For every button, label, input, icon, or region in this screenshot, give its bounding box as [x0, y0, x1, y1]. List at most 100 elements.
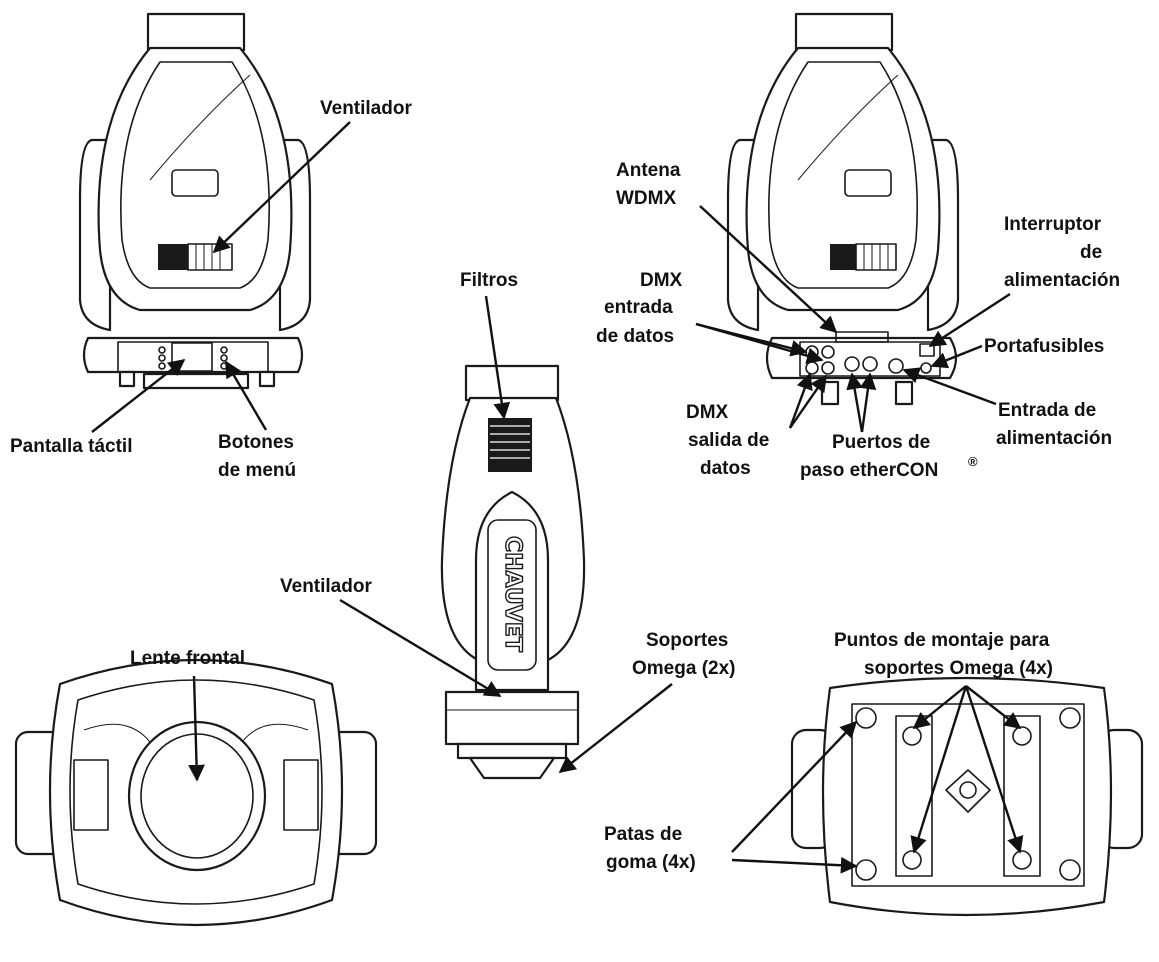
- rubber-foot: [1059, 859, 1081, 881]
- label-botones-1: Botones: [218, 432, 294, 453]
- side-grille: [283, 759, 319, 831]
- fan-grille-solid: [158, 244, 188, 270]
- menu-button: [220, 354, 228, 362]
- label-ventilador-side: Ventilador: [280, 576, 372, 597]
- label-puertos-reg: ®: [968, 454, 978, 469]
- rear-window: [171, 169, 219, 197]
- omega-bracket-side: [468, 756, 556, 780]
- arrow-patas-b: [731, 856, 858, 874]
- arrow-ventilador-rear: [212, 121, 351, 254]
- fixture-side-view: CHAUVET: [440, 364, 586, 780]
- arrow-ethercon-b: [859, 372, 877, 433]
- label-patas-2: goma (4x): [606, 852, 696, 873]
- head-inner-panel: [120, 61, 271, 289]
- label-patas-1: Patas de: [604, 824, 682, 845]
- label-ventilador-rear: Ventilador: [320, 98, 412, 119]
- arrow-entrada-alim: [902, 367, 997, 406]
- head-front-inner: [69, 679, 323, 905]
- ethercon-port: [844, 356, 860, 372]
- head-contour: [797, 74, 899, 181]
- base-bottom: [456, 742, 568, 760]
- label-dmx-out-2: salida de: [688, 430, 769, 451]
- arrow-dmx-out-b: [789, 374, 827, 429]
- rubber-foot: [855, 707, 877, 729]
- label-dmx-in-3: de datos: [596, 326, 674, 347]
- label-soportes-2: Omega (2x): [632, 658, 735, 679]
- arrow-puntos-a: [912, 685, 967, 730]
- wdmx-antenna: [835, 331, 889, 343]
- label-entrada-alim-2: alimentación: [996, 428, 1112, 449]
- label-puntos-1: Puntos de montaje para: [834, 630, 1050, 651]
- fixture-rear-view: [78, 12, 312, 390]
- omega-bracket: [820, 380, 840, 406]
- arrow-filtros: [484, 295, 511, 420]
- label-entrada-alim-1: Entrada de: [998, 400, 1096, 421]
- fixture-front-view: [14, 658, 378, 927]
- arrow-ventilador-side: [339, 598, 502, 698]
- mount-point: [1012, 726, 1032, 746]
- label-interruptor-2: de: [1080, 242, 1102, 263]
- mount-point: [902, 726, 922, 746]
- yoke-arm-side: [474, 490, 550, 692]
- label-puertos-1: Puertos de: [832, 432, 930, 453]
- arrow-botones: [224, 360, 268, 431]
- mount-rail: [1003, 715, 1041, 877]
- center-hole: [959, 781, 977, 799]
- arrow-soportes: [558, 683, 673, 774]
- label-dmx-in-1: DMX: [640, 270, 683, 291]
- label-antena-1: Antena: [616, 160, 681, 181]
- rear-window: [844, 169, 892, 197]
- arrow-puntos-b: [965, 685, 1022, 730]
- rubber-foot: [1059, 707, 1081, 729]
- arrows: [91, 121, 1024, 874]
- labels: Ventilador Pantalla táctil Botones de me…: [10, 98, 1120, 873]
- base-panel: [117, 341, 269, 373]
- arrow-patas-a: [731, 720, 858, 853]
- label-dmx-out-1: DMX: [686, 402, 729, 423]
- arrow-ethercon-a: [846, 372, 864, 433]
- arrow-puntos-d: [964, 685, 1024, 854]
- filter-grille: [488, 418, 532, 472]
- arrow-antena: [699, 205, 838, 334]
- fixture-connector-view: [726, 12, 960, 406]
- label-puertos-2: paso etherCON: [800, 460, 938, 481]
- base-plate: [851, 703, 1085, 887]
- label-pantalla-tactil: Pantalla táctil: [10, 436, 133, 457]
- fan-grille-solid: [830, 244, 856, 270]
- handle-top: [464, 364, 560, 402]
- arrow-portafusibles: [930, 344, 983, 369]
- base-side: [444, 690, 580, 746]
- arrow-interruptor: [928, 292, 1011, 348]
- ethercon-port: [862, 356, 878, 372]
- label-botones-2: de menú: [218, 460, 296, 481]
- handle-top: [146, 12, 246, 52]
- arrow-puntos-c: [910, 685, 968, 854]
- label-interruptor-3: alimentación: [1004, 270, 1120, 291]
- brand-panel: [487, 519, 537, 671]
- filter-grille-lines: [490, 425, 530, 459]
- label-portafusibles: Portafusibles: [984, 336, 1104, 357]
- dmx-out-port: [821, 361, 835, 375]
- power-switch: [919, 343, 935, 357]
- head-contour: [149, 74, 251, 181]
- fan-grille: [187, 243, 233, 271]
- side-grille: [73, 759, 109, 831]
- head-inner-panel: [768, 61, 919, 289]
- power-in-port: [888, 358, 904, 374]
- foot: [118, 370, 136, 388]
- label-lente-frontal: Lente frontal: [130, 648, 245, 669]
- base-button: [158, 346, 166, 354]
- label-dmx-in-2: entrada: [604, 297, 673, 318]
- label-puntos-2: soportes Omega (4x): [864, 658, 1053, 679]
- arrow-dmx-out-a: [788, 372, 813, 429]
- touch-screen: [171, 342, 213, 372]
- center-plate: [945, 769, 991, 813]
- menu-button: [220, 346, 228, 354]
- label-interruptor-1: Interruptor: [1004, 214, 1102, 235]
- head-housing: [745, 46, 941, 312]
- brand-text: CHAUVET: [500, 536, 525, 652]
- handle-top: [794, 12, 894, 52]
- foot: [258, 370, 276, 388]
